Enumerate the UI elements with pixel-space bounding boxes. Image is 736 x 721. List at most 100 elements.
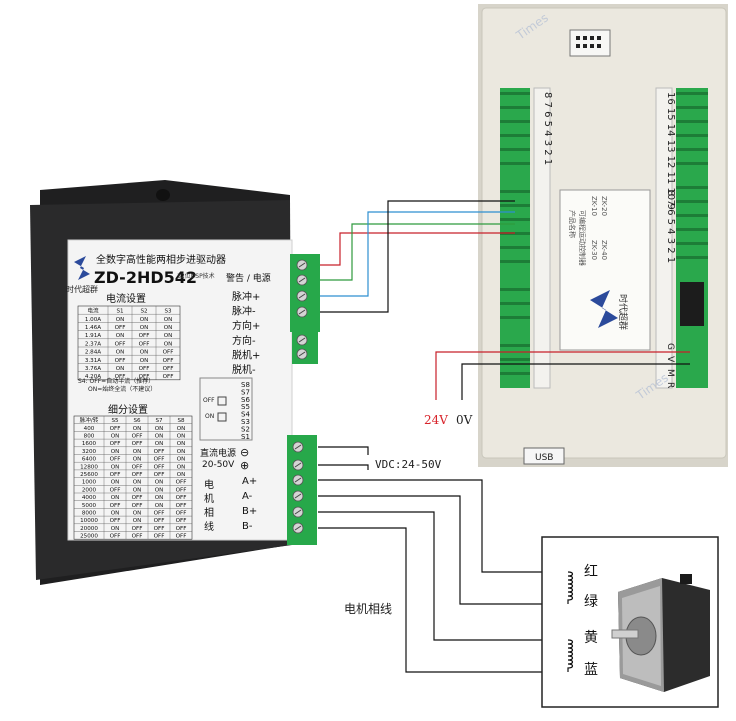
black-connector — [680, 282, 704, 326]
microstep-table-cell: OFF — [132, 534, 143, 540]
controller-label-sticker: 时代超群 可编程运动控制器 产品名称 ZK-10 ZK-20 ZK-30 ZK-… — [559, 189, 651, 351]
current-table-cell: OFF — [139, 341, 150, 347]
microstep-table-cell: ON — [133, 511, 142, 517]
color-yellow-label: 黄 — [584, 629, 598, 646]
top-pin-numbers: 8 7 6 5 4 3 2 1 — [542, 92, 553, 165]
current-table-cell: ON — [164, 333, 173, 339]
microstep-table-cell: 12800 — [80, 464, 98, 470]
label-line-1: 可编程运动控制器 — [578, 210, 587, 266]
wire-b-minus — [318, 527, 568, 673]
terminal-header: 警告 / 电源 — [226, 272, 271, 284]
wire-24v — [435, 351, 690, 400]
dip-label-s6: S6 — [241, 396, 250, 404]
microstep-table-cell: ON — [133, 457, 142, 463]
microstep-table-cell: ON — [177, 426, 186, 432]
dip-off-label: OFF — [203, 397, 215, 404]
control-label: 方向- — [232, 334, 256, 347]
microstep-table-cell: OFF — [154, 526, 165, 532]
current-table-cell: 2.84A — [85, 350, 101, 356]
microstep-table-cell: OFF — [176, 534, 187, 540]
brand-logo-icon — [590, 290, 618, 328]
microstep-table-cell: 3200 — [82, 449, 97, 455]
current-table-cell: ON — [116, 317, 125, 323]
control-label: 脱机- — [232, 363, 256, 376]
microstep-table-cell: OFF — [154, 511, 165, 517]
power-range: 20-50V — [202, 460, 235, 470]
microstep-table-cell: OFF — [154, 464, 165, 470]
coil-a-icon — [567, 571, 574, 604]
current-table-cell: OFF — [115, 341, 126, 347]
microstep-table-cell: 8000 — [82, 511, 97, 517]
microstep-table-cell: OFF — [176, 518, 187, 524]
current-table-cell: 1.46A — [85, 325, 101, 331]
wire-a-minus — [318, 495, 568, 605]
current-table-cell: ON — [164, 341, 173, 347]
wire-pulse-minus — [320, 223, 515, 281]
current-table-cell: ON — [116, 350, 125, 356]
motion-controller: 8 7 6 5 4 3 2 1 16 15 14 13 12 11 10 9 8… — [478, 4, 728, 467]
microstep-table-header-cell: 脉冲/转 — [80, 416, 99, 424]
microstep-table-cell: 5000 — [82, 503, 97, 509]
model-opt-2: ZK-20 — [600, 196, 608, 216]
control-label: 脉冲- — [232, 305, 256, 318]
phase-label: A+ — [242, 476, 257, 487]
microstep-table-cell: OFF — [110, 441, 121, 447]
current-table-cell: ON — [140, 358, 149, 364]
stepper-motor-box: 红 绿 黄 蓝 — [541, 536, 719, 708]
microstep-table-header-cell: S5 — [111, 418, 119, 424]
microstep-table-cell: 1000 — [82, 480, 97, 486]
current-table-cell: OFF — [115, 358, 126, 364]
microstep-table-cell: OFF — [110, 487, 121, 493]
color-green-label: 绿 — [584, 594, 598, 610]
power-motor-terminal-block — [287, 435, 317, 545]
microstep-table-cell: 4000 — [82, 495, 97, 501]
microstep-table-cell: OFF — [110, 503, 121, 509]
microstep-table-cell: ON — [111, 480, 120, 486]
microstep-table-cell: OFF — [132, 495, 143, 501]
microstep-table-cell: OFF — [176, 480, 187, 486]
current-table-cell: 4.20A — [85, 374, 101, 380]
current-table-cell: ON — [116, 333, 125, 339]
terminal-m: M — [665, 369, 675, 377]
current-table-cell: OFF — [163, 358, 174, 364]
microstep-table-cell: ON — [155, 495, 164, 501]
microstep-table-cell: ON — [155, 441, 164, 447]
current-table-cell: OFF — [115, 374, 126, 380]
terminal-r: R — [665, 382, 675, 388]
microstep-table-cell: OFF — [154, 518, 165, 524]
color-blue-label: 蓝 — [584, 662, 598, 678]
microstep-table-cell: OFF — [154, 472, 165, 478]
microstep-table-cell: ON — [111, 449, 120, 455]
microstep-table-cell: ON — [133, 480, 142, 486]
wires — [318, 200, 690, 673]
dip-on-symbol — [217, 412, 227, 422]
microstep-table-cell: ON — [111, 464, 120, 470]
microstep-table-cell: 2000 — [82, 487, 97, 493]
microstep-table-cell: OFF — [132, 472, 143, 478]
microstep-table-cell: 25000 — [80, 534, 98, 540]
s4-note-1: S4: OFF=自动半流（推荐） — [78, 377, 154, 385]
microstep-table-cell: ON — [177, 457, 186, 463]
motor-label-char: 机 — [204, 492, 214, 505]
microstep-table-cell: ON — [155, 434, 164, 440]
dip-label-s3: S3 — [241, 418, 250, 426]
wire-b-plus — [318, 511, 568, 641]
driver-label-panel — [67, 239, 293, 541]
pin-header — [569, 29, 611, 57]
microstep-table-header-cell: S7 — [155, 418, 163, 424]
current-table-header-cell: S1 — [116, 309, 124, 315]
phase-labels: A+A-B+B- — [242, 476, 257, 532]
microstep-table-header-cell: S8 — [177, 418, 185, 424]
current-table-header-cell: S2 — [140, 309, 147, 315]
microstep-table-cell: OFF — [154, 449, 165, 455]
microstep-table-cell: 400 — [84, 426, 95, 432]
terminal-v: V — [665, 356, 675, 363]
dip-label-s2: S2 — [241, 425, 250, 433]
microstep-table-cell: ON — [111, 434, 120, 440]
controller-right-terminals — [655, 87, 708, 389]
wire-pulse-plus — [320, 232, 515, 266]
driver-dsp-note: 32位DSP技术 — [177, 272, 215, 280]
motor-phase-label: 电机相线 — [204, 478, 214, 533]
